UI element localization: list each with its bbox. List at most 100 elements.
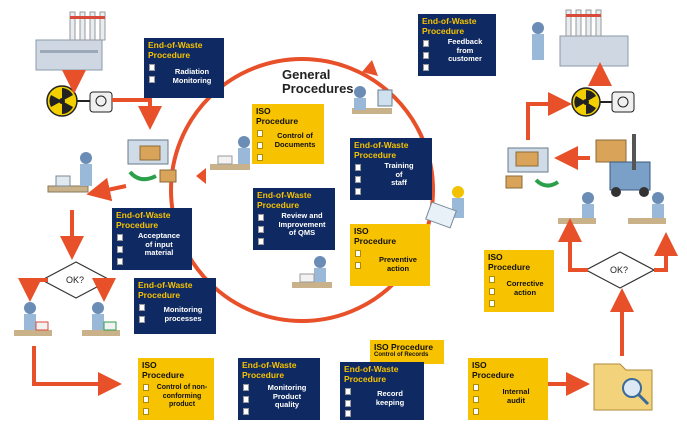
card-text: Acceptance of input material — [137, 231, 181, 257]
checkbox-icon — [243, 408, 249, 415]
checkbox-icon — [143, 384, 149, 391]
general-procedures-cycle — [169, 57, 435, 323]
checkbox-icon — [243, 396, 249, 403]
card-record-keeping: End-of-Waste Procedure Record keeping — [340, 362, 424, 420]
checkbox-icon — [489, 276, 495, 283]
card-control-records: ISO Procedure Control of Records — [370, 340, 444, 364]
checkbox-icon — [117, 246, 123, 253]
truck-left-icon — [127, 139, 177, 183]
checkbox-icon — [423, 40, 429, 47]
cycle-arrow-top — [362, 60, 378, 76]
checkbox-icon — [355, 250, 361, 257]
card-title: ISO Procedure — [142, 360, 185, 380]
forklift-icon — [595, 134, 651, 197]
card-text: Corrective action — [506, 279, 544, 297]
checkbox-icon — [139, 316, 145, 323]
card-text: Internal audit — [502, 387, 530, 405]
card-radiation-monitoring: End-of-Waste Procedure Radiation Monitor… — [144, 38, 224, 98]
accept-worker-icon — [82, 302, 120, 336]
factory-right-icon — [559, 9, 629, 67]
flow-arrows — [18, 62, 678, 396]
card-acceptance-input: End-of-Waste Procedure Acceptance of inp… — [112, 208, 192, 270]
card-title: End-of-Waste Procedure — [422, 16, 477, 36]
decision-left-label: OK? — [66, 275, 85, 285]
card-feedback-customer: End-of-Waste Procedure Feedback from cus… — [418, 14, 496, 76]
card-title: End-of-Waste Procedure — [257, 190, 312, 210]
card-title: ISO Procedure — [488, 252, 531, 272]
cycle-arrow-left — [196, 168, 206, 184]
checkbox-icon — [489, 300, 495, 307]
card-preventive-action: ISO Procedure Preventive action — [350, 224, 430, 286]
radiation-icon-left — [46, 85, 113, 117]
checkbox-icon — [473, 384, 479, 391]
card-nonconforming-product: ISO Procedure Control of non- conforming… — [138, 358, 214, 420]
feedback-person-icon — [532, 22, 544, 60]
audit-folder-icon — [593, 363, 653, 411]
checkbox-icon — [257, 154, 263, 161]
card-text: Monitoring Product quality — [267, 383, 307, 409]
checkbox-icon — [355, 164, 361, 171]
card-text: Monitoring processes — [163, 305, 203, 323]
card-product-quality: End-of-Waste Procedure Monitoring Produc… — [238, 358, 320, 420]
checkbox-icon — [117, 234, 123, 241]
card-title: ISO Procedure — [472, 360, 515, 380]
checkbox-icon — [473, 396, 479, 403]
checkbox-icon — [423, 64, 429, 71]
reject-worker-icon — [14, 302, 52, 336]
person-desk-bottom-icon — [292, 256, 332, 288]
trainer-person-icon — [425, 186, 464, 229]
checkbox-icon — [257, 130, 263, 137]
card-title: End-of-Waste Procedure — [138, 280, 193, 300]
card-title: ISO Procedure — [374, 342, 434, 352]
general-procedures-label: General Procedures — [282, 67, 354, 96]
card-text: Record keeping — [375, 389, 405, 407]
checkbox-icon — [149, 64, 155, 71]
card-title: End-of-Waste Procedure — [344, 364, 399, 384]
checkbox-icon — [258, 214, 264, 221]
card-title: ISO Procedure — [256, 106, 299, 126]
checkbox-icon — [139, 304, 145, 311]
card-text: Radiation Monitoring — [172, 67, 212, 85]
card-title: End-of-Waste Procedure — [354, 140, 409, 160]
card-review-improvement: End-of-Waste Procedure Review and Improv… — [253, 188, 335, 250]
card-title: End-of-Waste Procedure — [242, 360, 297, 380]
card-monitoring-processes: End-of-Waste Procedure Monitoring proces… — [134, 278, 216, 334]
card-training-staff: End-of-Waste Procedure Training of staff — [350, 138, 432, 200]
checkbox-icon — [489, 288, 495, 295]
checkbox-icon — [258, 226, 264, 233]
checkbox-icon — [345, 410, 351, 417]
truck-right-icon — [505, 147, 560, 189]
card-internal-audit: ISO Procedure Internal audit — [468, 358, 548, 420]
checkbox-icon — [149, 76, 155, 83]
card-text: Control of Documents — [274, 131, 316, 149]
radiation-icon-right — [571, 87, 635, 117]
card-text: Preventive action — [379, 255, 417, 273]
card-text: Training of staff — [384, 161, 414, 187]
card-corrective-action: ISO Procedure Corrective action — [484, 250, 554, 312]
accept-worker-right-icon — [628, 192, 666, 224]
person-computer-icon — [352, 86, 393, 114]
checkbox-icon — [257, 142, 263, 149]
person-desk-topleft-icon — [210, 136, 250, 170]
factory-left-icon — [35, 11, 106, 71]
card-title: ISO Procedure — [354, 226, 397, 246]
checkbox-icon — [423, 52, 429, 59]
card-title: End-of-Waste Procedure — [116, 210, 171, 230]
checkbox-icon — [258, 238, 264, 245]
checkbox-icon — [345, 400, 351, 407]
card-control-documents: ISO Procedure Control of Documents — [252, 104, 324, 164]
card-text: Control of Records — [374, 352, 429, 358]
card-text: Control of non- conforming product — [156, 384, 208, 408]
card-text: Feedback from customer — [447, 37, 483, 63]
card-title: End-of-Waste Procedure — [148, 40, 203, 60]
inspector-person-icon — [47, 152, 92, 193]
checkbox-icon — [355, 188, 361, 195]
checkbox-icon — [355, 262, 361, 269]
checkbox-icon — [143, 396, 149, 403]
checkbox-icon — [473, 408, 479, 415]
reject-worker-right-icon — [558, 192, 596, 224]
checkbox-icon — [355, 176, 361, 183]
decision-right-label: OK? — [610, 265, 629, 275]
checkbox-icon — [143, 408, 149, 415]
